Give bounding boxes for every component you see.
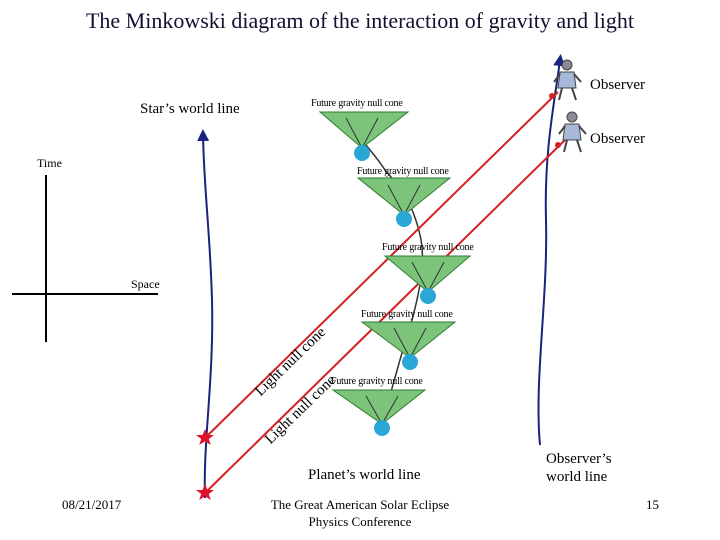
future-cone-label-5: Future gravity null cone <box>331 376 423 387</box>
future-cone-label-3: Future gravity null cone <box>382 242 474 253</box>
observer-label-top: Observer <box>590 77 645 93</box>
future-gravity-null-cone-3 <box>383 255 472 304</box>
future-gravity-null-cone-1 <box>318 111 410 161</box>
light-ray-lower <box>204 139 566 494</box>
space-axis-label: Space <box>131 277 160 291</box>
star-marker-icon <box>196 429 214 445</box>
light-ray-upper <box>204 91 559 439</box>
slide-title: The Minkowski diagram of the interaction… <box>85 8 635 33</box>
future-cone-label-4: Future gravity null cone <box>361 309 453 320</box>
planet-world-line-label: Planet’s world line <box>308 467 421 483</box>
observer-figure-icon <box>550 58 584 102</box>
star-marker-icon <box>196 484 214 500</box>
observer-label-mid: Observer <box>590 131 645 147</box>
future-cone-label-2: Future gravity null cone <box>357 166 449 177</box>
footer-date: 08/21/2017 <box>62 497 122 512</box>
observer-world-line <box>537 54 566 446</box>
planet-world-line <box>352 125 424 431</box>
future-gravity-null-cone-5 <box>331 389 427 436</box>
star-world-line <box>197 129 214 499</box>
footer-conference-sub: Physics Conference <box>308 514 412 529</box>
footer-conference: The Great American Solar Eclipse <box>270 497 450 512</box>
observer-world-line-label: Observer’s world line <box>546 451 612 485</box>
time-axis-label: Time <box>37 156 62 170</box>
observer-event-dot <box>555 142 561 148</box>
footer-page-number: 15 <box>646 497 659 512</box>
observer-figure-icon <box>555 110 589 154</box>
observer-event-dot <box>549 93 555 99</box>
star-world-line-label: Star’s world line <box>140 101 240 117</box>
future-cone-label-1: Future gravity null cone <box>311 98 403 109</box>
future-gravity-null-cone-2 <box>356 177 452 227</box>
future-gravity-null-cone-4 <box>360 321 457 370</box>
